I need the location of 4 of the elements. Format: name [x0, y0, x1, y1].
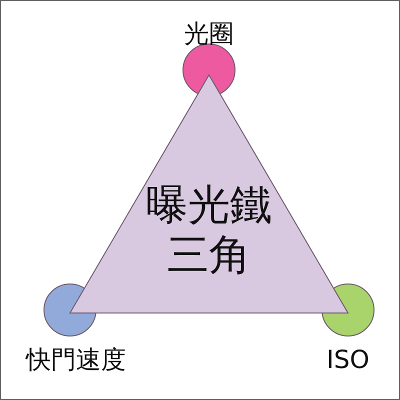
circle-label: 光圈 — [184, 21, 234, 46]
triangle-title: 曝光鐵三角 — [145, 180, 273, 280]
circle-label: 快門速度 — [26, 347, 126, 372]
circle-label: ISO — [326, 347, 370, 372]
